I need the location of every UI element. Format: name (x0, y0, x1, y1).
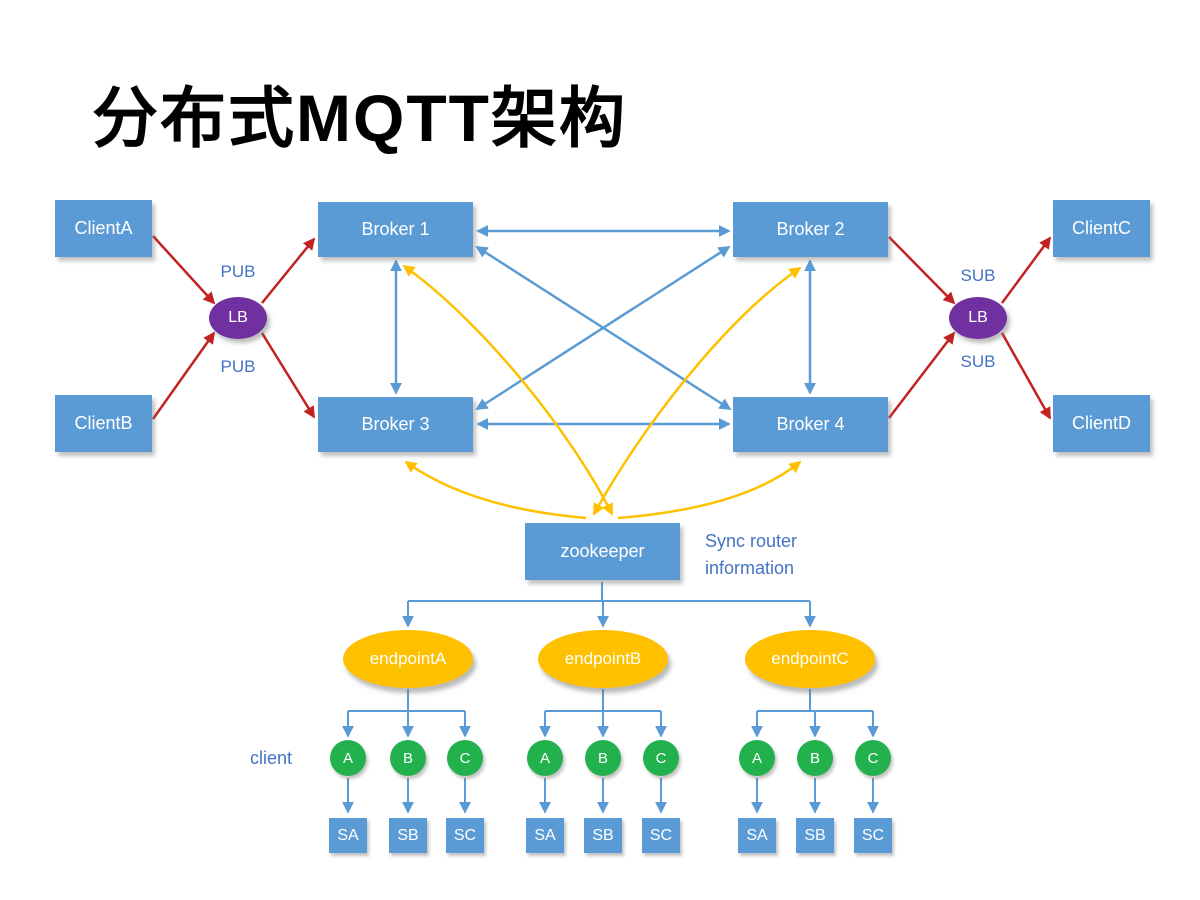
node-endpointb: endpointB (538, 630, 668, 688)
client-node-b: B (390, 740, 426, 776)
node-clientd: ClientD (1053, 395, 1150, 452)
node-clientc: ClientC (1053, 200, 1150, 257)
node-lb-left: LB (209, 297, 267, 339)
label-sub-bottom: SUB (960, 352, 996, 371)
client-node-b: B (797, 740, 833, 776)
arrow-broker2-broker3 (475, 245, 731, 411)
pub-red-arrows (151, 235, 1052, 420)
sub-node-sa: SA (329, 818, 367, 853)
label-pub-bottom: PUB (220, 357, 256, 376)
sub-node-sa: SA (526, 818, 564, 853)
label-client-row: client (249, 748, 293, 768)
zookeeper-sync-arrows (402, 264, 802, 520)
sync-broker1 (402, 264, 614, 516)
client-node-a: A (739, 740, 775, 776)
client-node-c: C (447, 740, 483, 776)
arrow-lb-to-clientd (1000, 332, 1052, 420)
sync-broker3 (404, 460, 587, 520)
node-broker-3: Broker 3 (318, 397, 473, 452)
client-node-a: A (330, 740, 366, 776)
client-node-c: C (643, 740, 679, 776)
page-title: 分布式MQTT架构 (92, 81, 627, 155)
client-node-b: B (585, 740, 621, 776)
sub-node-sb: SB (796, 818, 834, 853)
sync-broker2 (592, 266, 802, 516)
sub-node-sc: SC (854, 818, 892, 853)
arrow-broker1-broker4 (475, 245, 732, 411)
node-endpointc: endpointC (745, 630, 875, 688)
sync-router-note: Sync router information (705, 528, 797, 582)
arrow-broker4-to-lb (888, 331, 956, 419)
client-node-a: A (527, 740, 563, 776)
broker-mesh-arrows (390, 225, 816, 430)
label-sub-top: SUB (960, 266, 996, 285)
node-zookeeper: zookeeper (525, 523, 680, 580)
sub-node-sb: SB (389, 818, 427, 853)
node-broker-4: Broker 4 (733, 397, 888, 452)
sub-node-sc: SC (642, 818, 680, 853)
sync-router-note-line1: Sync router (705, 531, 798, 551)
sub-node-sc: SC (446, 818, 484, 853)
node-clientb: ClientB (55, 395, 152, 452)
sync-router-note-line2: information (705, 558, 795, 578)
sync-broker4 (617, 460, 802, 520)
node-broker-2: Broker 2 (733, 202, 888, 257)
node-lb-right: LB (949, 297, 1007, 339)
tree-connectors (342, 582, 879, 814)
sub-node-sa: SA (738, 818, 776, 853)
node-broker-1: Broker 1 (318, 202, 473, 257)
client-node-c: C (855, 740, 891, 776)
label-pub-top: PUB (220, 262, 256, 281)
sub-node-sb: SB (584, 818, 622, 853)
node-clienta: ClientA (55, 200, 152, 257)
node-endpointa: endpointA (343, 630, 473, 688)
